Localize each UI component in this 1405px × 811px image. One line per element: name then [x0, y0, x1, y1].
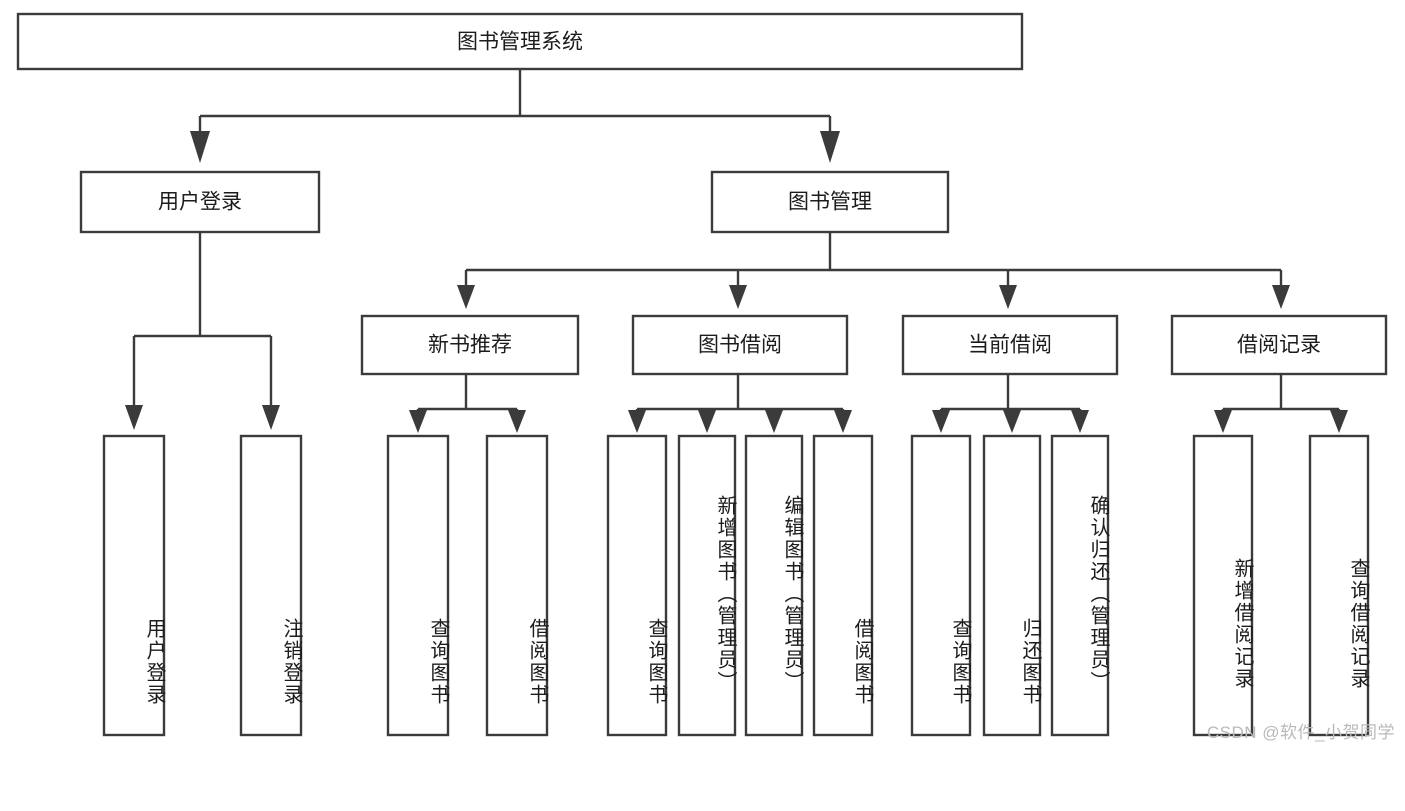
- leaf-boxes-group: [102, 434, 1370, 737]
- node-borrow-record-box[interactable]: [1170, 314, 1388, 376]
- node-root-box[interactable]: [16, 12, 1024, 71]
- leaf-box-add-book[interactable]: [677, 434, 737, 737]
- node-new-book-rec-label: 新书推荐: [428, 334, 512, 357]
- leaf-box-borrow-book-bor[interactable]: [812, 434, 874, 737]
- connector-group-borrow-record: [1214, 374, 1348, 433]
- node-new-book-rec-box[interactable]: [360, 314, 580, 376]
- node-book-borrow[interactable]: 图书借阅: [631, 314, 849, 376]
- node-book-manage-label: 图书管理: [788, 191, 872, 214]
- leaf-box-confirm-return[interactable]: [1050, 434, 1110, 737]
- node-current-borrow[interactable]: 当前借阅: [901, 314, 1119, 376]
- connector-group-root: [190, 69, 840, 163]
- arrow-head-current-borrow: [999, 285, 1017, 309]
- leaf-box-query-book-cur[interactable]: [910, 434, 972, 737]
- node-borrow-record[interactable]: 借阅记录: [1170, 314, 1388, 376]
- arrow-head-leaf-user-login: [125, 405, 143, 430]
- leaf-box-user-login[interactable]: [102, 434, 166, 737]
- node-root[interactable]: 图书管理系统: [16, 12, 1024, 71]
- arrow-head-leaf-logout: [262, 405, 280, 430]
- node-user-login-label: 用户登录: [158, 191, 242, 214]
- leaf-box-query-book-bor[interactable]: [606, 434, 668, 737]
- arrow-head-user-login: [190, 131, 210, 163]
- node-current-borrow-label: 当前借阅: [968, 334, 1052, 357]
- arrow-head-book-manage: [820, 131, 840, 163]
- connector-group-book-manage: [457, 232, 1290, 309]
- arrow-head-book-borrow: [729, 285, 747, 309]
- leaf-box-add-record[interactable]: [1192, 434, 1254, 737]
- node-new-book-rec[interactable]: 新书推荐: [360, 314, 580, 376]
- leaf-box-query-book-rec[interactable]: [386, 434, 450, 737]
- connector-group-user-login: [125, 232, 280, 430]
- node-book-borrow-box[interactable]: [631, 314, 849, 376]
- arrow-head-leaf-edit-book: [765, 410, 783, 433]
- leaf-box-borrow-book-rec[interactable]: [485, 434, 549, 737]
- node-root-label: 图书管理系统: [457, 31, 583, 54]
- arrow-head-leaf-query-book-cur: [932, 410, 950, 433]
- connector-group-current-borrow: [932, 374, 1089, 433]
- node-book-borrow-label: 图书借阅: [698, 334, 782, 357]
- arrow-head-borrow-record: [1272, 285, 1290, 309]
- arrow-head-leaf-borrow-book-bor: [834, 410, 852, 433]
- node-user-login-box[interactable]: [79, 170, 321, 234]
- node-user-login[interactable]: 用户登录: [79, 170, 321, 234]
- node-borrow-record-label: 借阅记录: [1237, 334, 1321, 357]
- leaf-box-logout[interactable]: [239, 434, 303, 737]
- node-current-borrow-box[interactable]: [901, 314, 1119, 376]
- arrow-head-leaf-add-record: [1214, 410, 1232, 433]
- arrow-head-leaf-return-book: [1003, 410, 1021, 433]
- connector-group-book-borrow: [628, 374, 852, 433]
- flowchart-canvas: 图书管理系统 用户登录 图书管理 新书推荐 图书借阅 当前借阅 借阅记录: [16, 12, 1395, 742]
- arrow-head-leaf-query-book-rec: [409, 410, 427, 433]
- node-book-manage[interactable]: 图书管理: [710, 170, 950, 234]
- leaf-box-return-book[interactable]: [982, 434, 1042, 737]
- leaf-box-edit-book[interactable]: [744, 434, 804, 737]
- node-book-manage-box[interactable]: [710, 170, 950, 234]
- arrow-head-leaf-query-book-bor: [628, 410, 646, 433]
- csdn-watermark: CSDN @软件_小贺同学: [1206, 723, 1395, 742]
- arrow-head-leaf-query-record: [1330, 410, 1348, 433]
- flowchart-svg: 图书管理系统 用户登录 图书管理 新书推荐 图书借阅 当前借阅 借阅记录: [16, 12, 1388, 737]
- arrow-head-leaf-borrow-book-rec: [508, 410, 526, 433]
- arrow-head-leaf-add-book: [698, 410, 716, 433]
- arrow-head-new-book-rec: [457, 285, 475, 309]
- leaf-box-query-record[interactable]: [1308, 434, 1370, 737]
- arrow-head-leaf-confirm-return: [1071, 410, 1089, 433]
- connector-group-new-book-rec: [409, 374, 526, 433]
